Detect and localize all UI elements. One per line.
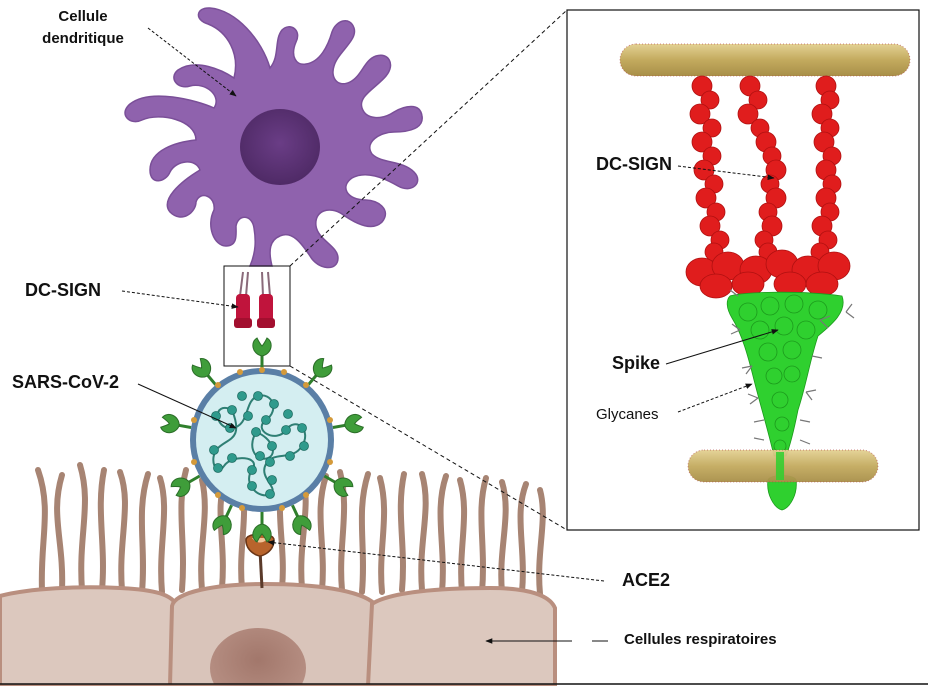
zoom-line-bottom <box>289 365 568 531</box>
label-sars-cov-2: SARS-CoV-2 <box>12 372 120 392</box>
inset-glycans <box>729 289 855 445</box>
dendritic-cell <box>124 7 423 269</box>
respiratory-cell-left <box>0 585 183 686</box>
label-spike: Spike <box>612 353 661 373</box>
label-respiratory-cells: Cellules respiratoires <box>624 631 777 648</box>
dc-sign-small <box>234 271 275 328</box>
inset-dc-sign-tetramer <box>685 75 851 299</box>
label-arrows <box>121 27 779 644</box>
inset-membrane-top <box>619 43 911 77</box>
zoom-box <box>223 265 291 367</box>
respiratory-cell-nucleus <box>210 628 306 686</box>
sars-cov-2-virion <box>158 336 366 544</box>
label-dc-sign: DC-SIGN <box>25 280 101 300</box>
label-ace2: ACE2 <box>622 570 671 590</box>
respiratory-cell-right <box>365 585 557 686</box>
dendritic-nucleus <box>240 109 320 185</box>
label-inset-dc-sign: DC-SIGN <box>596 154 672 174</box>
inset-spike <box>726 291 844 511</box>
viral-rna-beads <box>209 391 309 499</box>
label-dendritic-cell: Cellule dendritique <box>42 8 124 47</box>
label-glycans: Glycanes <box>596 406 659 423</box>
